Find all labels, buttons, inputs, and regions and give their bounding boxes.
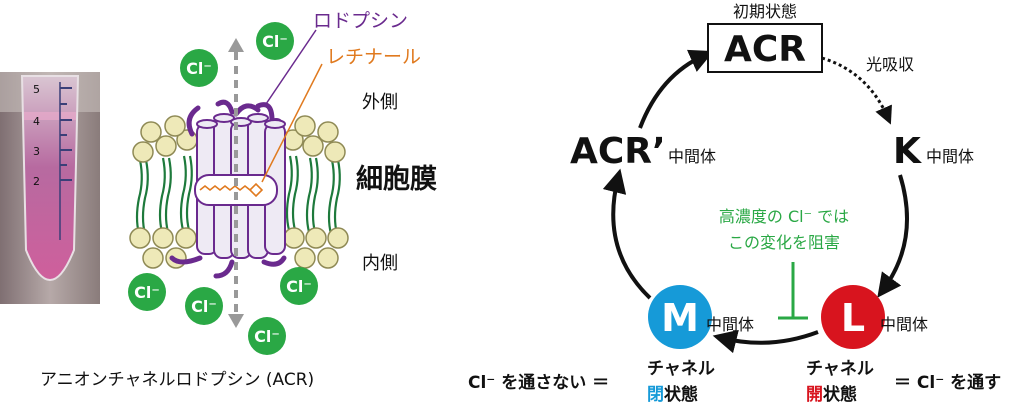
photocycle: 初期状態 ACR 光吸収 K 中間体 ACR’ 中間体 高濃度の Cl⁻ では … [468, 2, 1001, 405]
k-to-l-arrow [877, 174, 909, 298]
chloride-ion-icon [185, 287, 223, 325]
l-caption-left-line1: チャネル [806, 359, 874, 379]
figure-caption: アニオンチャネルロドプシン (ACR) [40, 370, 314, 390]
m-caption-right-line2: 閉状態 [647, 384, 698, 405]
rhodopsin-leader-line [265, 29, 317, 105]
k-state-label: K [893, 131, 922, 172]
open-word: 開 [806, 385, 823, 405]
chloride-ion-label: Cl⁻ [254, 327, 280, 346]
chloride-ion-icon [280, 267, 318, 305]
l-to-m-arrow [712, 329, 819, 354]
state-word: 状態 [823, 384, 857, 405]
m-state-label: M [661, 296, 699, 340]
acr-prime-state-label: ACR’ [570, 131, 666, 172]
m-caption-right-line1: チャネル [647, 359, 715, 379]
m-intermediate-label: 中間体 [706, 315, 754, 334]
tube-scale-label: 2 [33, 175, 40, 188]
rhodopsin-label: ロドプシン [313, 10, 408, 32]
initial-state-label: 初期状態 [733, 2, 797, 21]
membrane-diagram [129, 29, 349, 328]
light-absorption-label: 光吸収 [866, 55, 914, 74]
tube-scale-label: 3 [33, 145, 40, 158]
m-state-circle [648, 285, 712, 349]
tube-scale-label: 4 [33, 115, 40, 128]
chloride-ions: Cl⁻ Cl⁻ Cl⁻ Cl⁻ Cl⁻ Cl⁻ [128, 22, 318, 355]
chloride-ion-label: Cl⁻ [186, 59, 212, 78]
acr-prime-intermediate-label: 中間体 [668, 147, 716, 166]
outside-label: 外側 [362, 92, 398, 113]
inhibition-text-line1: 高濃度の Cl⁻ では [719, 207, 849, 226]
k-intermediate-label: 中間体 [926, 147, 974, 166]
chloride-ion-icon [256, 22, 294, 60]
inside-label: 内側 [362, 253, 398, 274]
acrprime-to-acr-arrow [638, 49, 714, 129]
sample-tube-photo: 5 4 3 2 [0, 72, 100, 304]
lipid-heads-bottom [129, 227, 349, 269]
retinal-leader-line [261, 63, 323, 183]
inhibition-text-line2: この変化を阻害 [728, 233, 840, 252]
chloride-ion-icon [248, 317, 286, 355]
acr-state-box [707, 23, 823, 73]
chloride-ion-label: Cl⁻ [286, 277, 312, 296]
chloride-ion-icon [128, 273, 166, 311]
l-state-label: L [841, 296, 865, 340]
lipid-tails [135, 155, 341, 235]
state-word: 状態 [664, 384, 698, 405]
retinal-pocket [194, 174, 278, 206]
retinal-label: レチナール [326, 46, 421, 68]
l-intermediate-label: 中間体 [880, 315, 928, 334]
tube-scale [60, 87, 72, 181]
chloride-ion-label: Cl⁻ [191, 297, 217, 316]
tube-scale-label: 5 [33, 83, 40, 96]
m-to-acrprime-arrow [602, 168, 652, 300]
chloride-ion-icon [180, 49, 218, 87]
m-caption-left: Cl⁻ を通さない ＝ [468, 373, 609, 393]
chloride-ion-label: Cl⁻ [134, 283, 160, 302]
cell-membrane-label: 細胞膜 [356, 164, 437, 195]
lipid-heads-top [132, 115, 346, 163]
l-state-circle [821, 285, 885, 349]
l-caption-right: ＝ Cl⁻ を通す [894, 373, 1001, 393]
chloride-ion-label: Cl⁻ [262, 32, 288, 51]
closed-word: 閉 [647, 385, 664, 405]
acr-state-label: ACR [724, 29, 806, 70]
l-caption-left-line2: 開状態 [806, 384, 857, 405]
